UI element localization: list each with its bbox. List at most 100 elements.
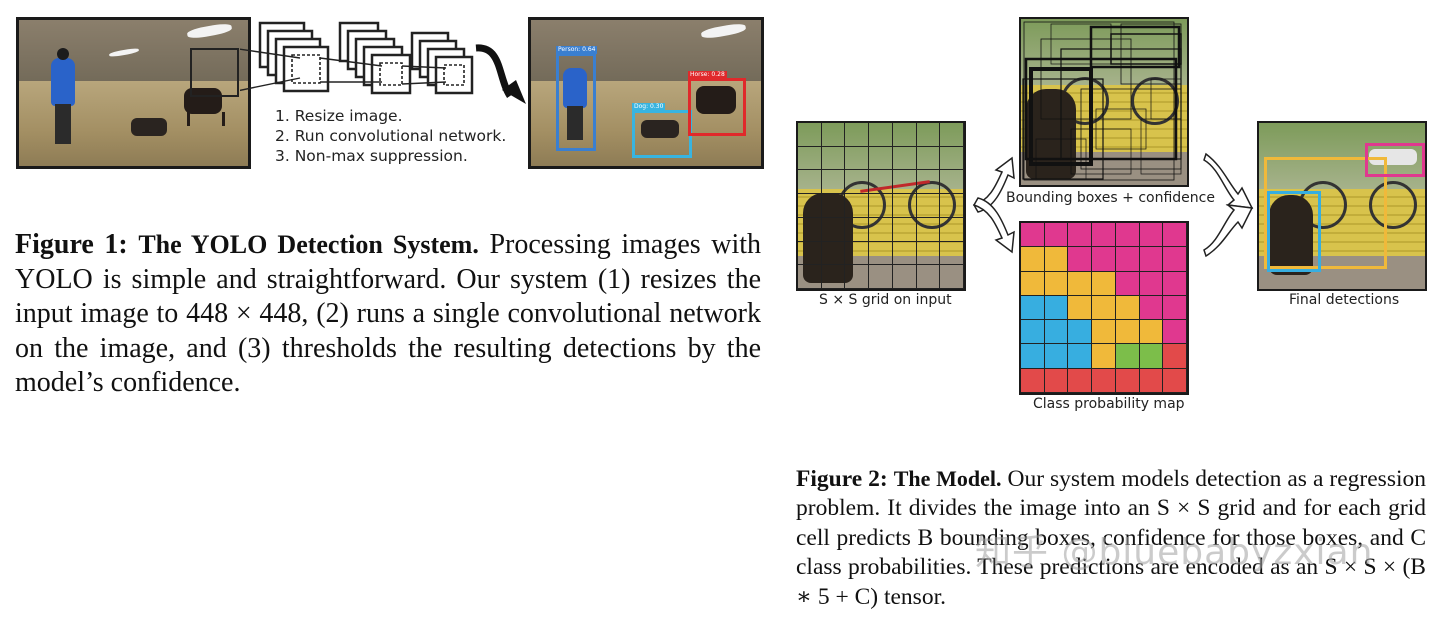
class-cell-green xyxy=(1139,344,1164,369)
merge-arrow-bottom xyxy=(1203,203,1254,258)
class-cell-pink xyxy=(1068,247,1093,272)
class-cell-blue xyxy=(1021,320,1045,345)
class-cell-yellow xyxy=(1092,344,1116,369)
step-nms: 3. Non-max suppression. xyxy=(275,147,468,165)
dotted-filters xyxy=(291,54,465,86)
dog-figure xyxy=(131,118,167,136)
class-cell-blue xyxy=(1044,320,1069,345)
person-legs xyxy=(567,106,583,140)
class-cell-yellow xyxy=(1092,271,1116,296)
figure1-title: The YOLO Detection System. xyxy=(138,230,479,259)
class-cell-blue xyxy=(1044,344,1069,369)
class-cell-pink xyxy=(1115,271,1140,296)
pipeline-steps: 1. Resize image. 2. Run convolutional ne… xyxy=(275,106,506,166)
bicycle xyxy=(908,181,956,229)
dog-detection-label: Dog: 0.30 xyxy=(632,103,666,111)
class-cell-yellow xyxy=(1092,295,1116,321)
resize-region xyxy=(190,48,239,97)
figure1-label: Figure 1: xyxy=(15,229,128,260)
step-convnet: 2. Run convolutional network. xyxy=(275,127,507,145)
final-detections-label: Final detections xyxy=(1289,292,1400,308)
class-cell-pink xyxy=(1163,247,1187,272)
class-cell-yellow xyxy=(1139,320,1164,345)
bounding-boxes-label: Bounding boxes + confidence xyxy=(1006,190,1215,206)
car-detection-box xyxy=(1365,143,1425,177)
class-cell-yellow xyxy=(1021,247,1045,272)
class-cell-pink xyxy=(1139,295,1164,321)
class-cell-green xyxy=(1115,344,1140,369)
class-cell-yellow xyxy=(1115,295,1140,321)
person-detection-box xyxy=(556,53,596,151)
person-head xyxy=(57,48,69,60)
step-resize: 1. Resize image. xyxy=(275,107,403,125)
bounding-boxes-photo xyxy=(1019,17,1189,187)
class-cell-pink xyxy=(1092,223,1116,248)
class-cell-pink xyxy=(1163,320,1187,345)
input-photo xyxy=(16,17,251,169)
class-cell-yellow xyxy=(1068,271,1093,296)
dog-detection-box xyxy=(1267,191,1321,272)
class-cell-pink xyxy=(1139,271,1164,296)
person-figure xyxy=(51,58,75,106)
car xyxy=(1369,149,1417,165)
figure1-text: Processing images with YOLO is simple an… xyxy=(15,229,762,398)
bicycle-detection-box xyxy=(1264,157,1387,269)
class-cell-pink xyxy=(1163,295,1187,321)
class-cell-red xyxy=(1092,368,1116,393)
class-cell-blue xyxy=(1044,295,1069,321)
class-cell-red xyxy=(1115,368,1140,393)
watermark-text: 知乎 @bluebabyzxian xyxy=(975,532,1374,573)
dog-detection-box xyxy=(632,110,692,158)
output-arrow-head xyxy=(502,80,526,104)
bicycle xyxy=(1131,77,1179,125)
class-cell-red xyxy=(1021,368,1045,393)
class-cell-yellow xyxy=(1021,271,1045,296)
horse-figure xyxy=(696,86,736,114)
horse-detection-box xyxy=(688,78,746,136)
class-cell-pink xyxy=(1092,247,1116,272)
class-cell-blue xyxy=(1021,344,1045,369)
class-cell-pink xyxy=(1068,223,1093,248)
class-cell-red xyxy=(1139,368,1164,393)
class-probability-label: Class probability map xyxy=(1033,396,1185,412)
tree-background xyxy=(798,123,964,190)
person-figure xyxy=(563,68,587,108)
class-cell-yellow xyxy=(1115,320,1140,345)
person-detection-label: Person: 0.64 xyxy=(556,46,598,54)
class-cell-red xyxy=(1163,368,1187,393)
class-cell-blue xyxy=(1068,320,1093,345)
class-cell-pink xyxy=(1044,223,1069,248)
class-cell-pink xyxy=(1139,247,1164,272)
pipeline-diagram xyxy=(240,21,526,104)
class-cell-yellow xyxy=(1044,271,1069,296)
class-cell-pink xyxy=(1163,271,1187,296)
figure2-caption: Figure 2: The Model. Our system models d… xyxy=(796,464,1426,612)
class-cell-red xyxy=(1044,368,1069,393)
person-legs xyxy=(55,104,71,144)
dog-figure xyxy=(641,120,679,138)
split-arrow-down xyxy=(972,197,1015,254)
figure1-caption: Figure 1: The YOLO Detection System. Pro… xyxy=(15,228,761,401)
class-cell-red xyxy=(1163,344,1187,369)
class-cell-pink xyxy=(1115,247,1140,272)
output-photo: Person: 0.64 Dog: 0.30 Horse: 0.28 xyxy=(528,17,764,169)
grid-input-photo xyxy=(796,121,966,291)
class-cell-pink xyxy=(1163,223,1187,248)
merge-arrow-top xyxy=(1203,152,1254,209)
grid-input-label: S × S grid on input xyxy=(819,292,952,308)
horse-detection-label: Horse: 0.28 xyxy=(688,71,727,79)
figure2-label: Figure 2: xyxy=(796,466,888,492)
class-cell-red xyxy=(1068,368,1093,393)
class-cell-blue xyxy=(1021,295,1045,321)
class-cell-blue xyxy=(1068,344,1093,369)
class-probability-grid xyxy=(1021,223,1187,393)
class-cell-pink xyxy=(1139,223,1164,248)
figure2-title: The Model. xyxy=(893,466,1002,491)
class-cell-yellow xyxy=(1044,247,1069,272)
class-cell-yellow xyxy=(1092,320,1116,345)
dog-figure xyxy=(1269,195,1313,275)
bicycle xyxy=(1369,181,1417,229)
class-probability-map xyxy=(1019,221,1189,395)
candidate-boxes xyxy=(1022,21,1182,181)
class-cell-yellow xyxy=(1068,295,1093,321)
